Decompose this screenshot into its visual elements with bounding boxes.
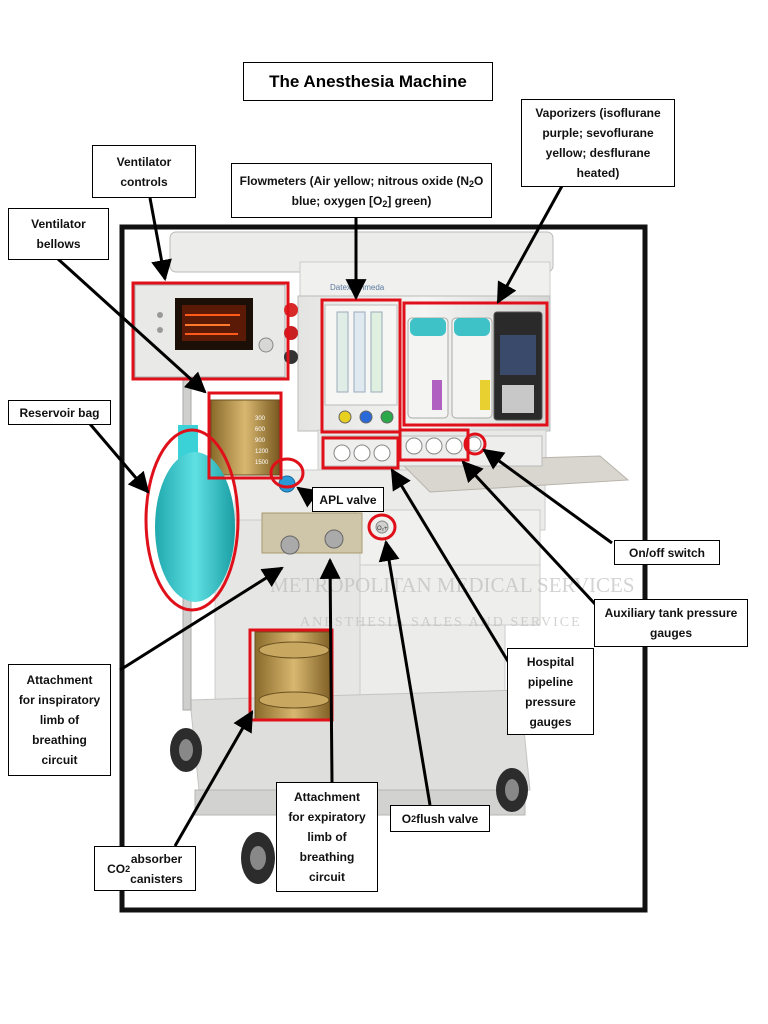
highlight-reservoir-bag [144, 428, 240, 612]
label-on-off-switch: On/off switch [614, 540, 720, 565]
label-ventilator-controls: Ventilator controls [92, 145, 196, 198]
highlight-pipeline-gauges [321, 436, 400, 470]
label-apl-valve: APL valve [312, 487, 384, 512]
bellows-scale-tick: 1500 [255, 460, 269, 466]
vaporizers [407, 311, 543, 421]
label-expiratory-attachment: Attachment for expiratory limb of breath… [276, 782, 378, 892]
label-vaporizers: Vaporizers (isoflurane purple; sevoflura… [521, 99, 675, 187]
co2-absorber [254, 631, 334, 721]
highlight-apl-valve [269, 457, 305, 489]
arrows [56, 185, 613, 847]
label-ventilator-bellows: Ventilator bellows [8, 208, 109, 260]
label-flowmeters: Flowmeters (Air yellow; nitrous oxide (N… [231, 163, 492, 218]
breathing-attachments: O₂+ [261, 512, 389, 555]
highlight-on-off [463, 432, 487, 456]
bellows-scale-tick: 900 [255, 438, 266, 444]
highlight-vaporizers [402, 301, 549, 427]
bellows-scale-tick: 1200 [255, 449, 269, 455]
label-hospital-gauges: Hospital pipeline pressure gauges [507, 648, 594, 735]
label-inspiratory-attachment: Attachment for inspiratory limb of breat… [8, 664, 111, 776]
highlight-o2-flush [367, 513, 397, 541]
o2-flush-button-text: O₂+ [377, 526, 388, 532]
watermark-line1: METROPOLITAN MEDICAL SERVICES [270, 573, 635, 597]
label-reservoir-bag: Reservoir bag [8, 400, 111, 425]
bellows-canister: 300 600 900 1200 1500 [210, 399, 280, 476]
reservoir-bag [155, 425, 235, 602]
diagram-title: The Anesthesia Machine [243, 62, 493, 101]
highlight-aux-gauges [398, 428, 470, 462]
ventilator-panel [134, 284, 298, 378]
bellows-scale-tick: 300 [255, 416, 266, 422]
bellows-scale-tick: 600 [255, 427, 266, 433]
flowmeter-bank [324, 304, 398, 424]
highlight-ventilator-controls [131, 281, 290, 381]
watermark-line2: ANESTHESIA SALES AND SERVICE [300, 615, 582, 630]
label-auxiliary-gauges: Auxiliary tank pressure gauges [594, 599, 748, 647]
